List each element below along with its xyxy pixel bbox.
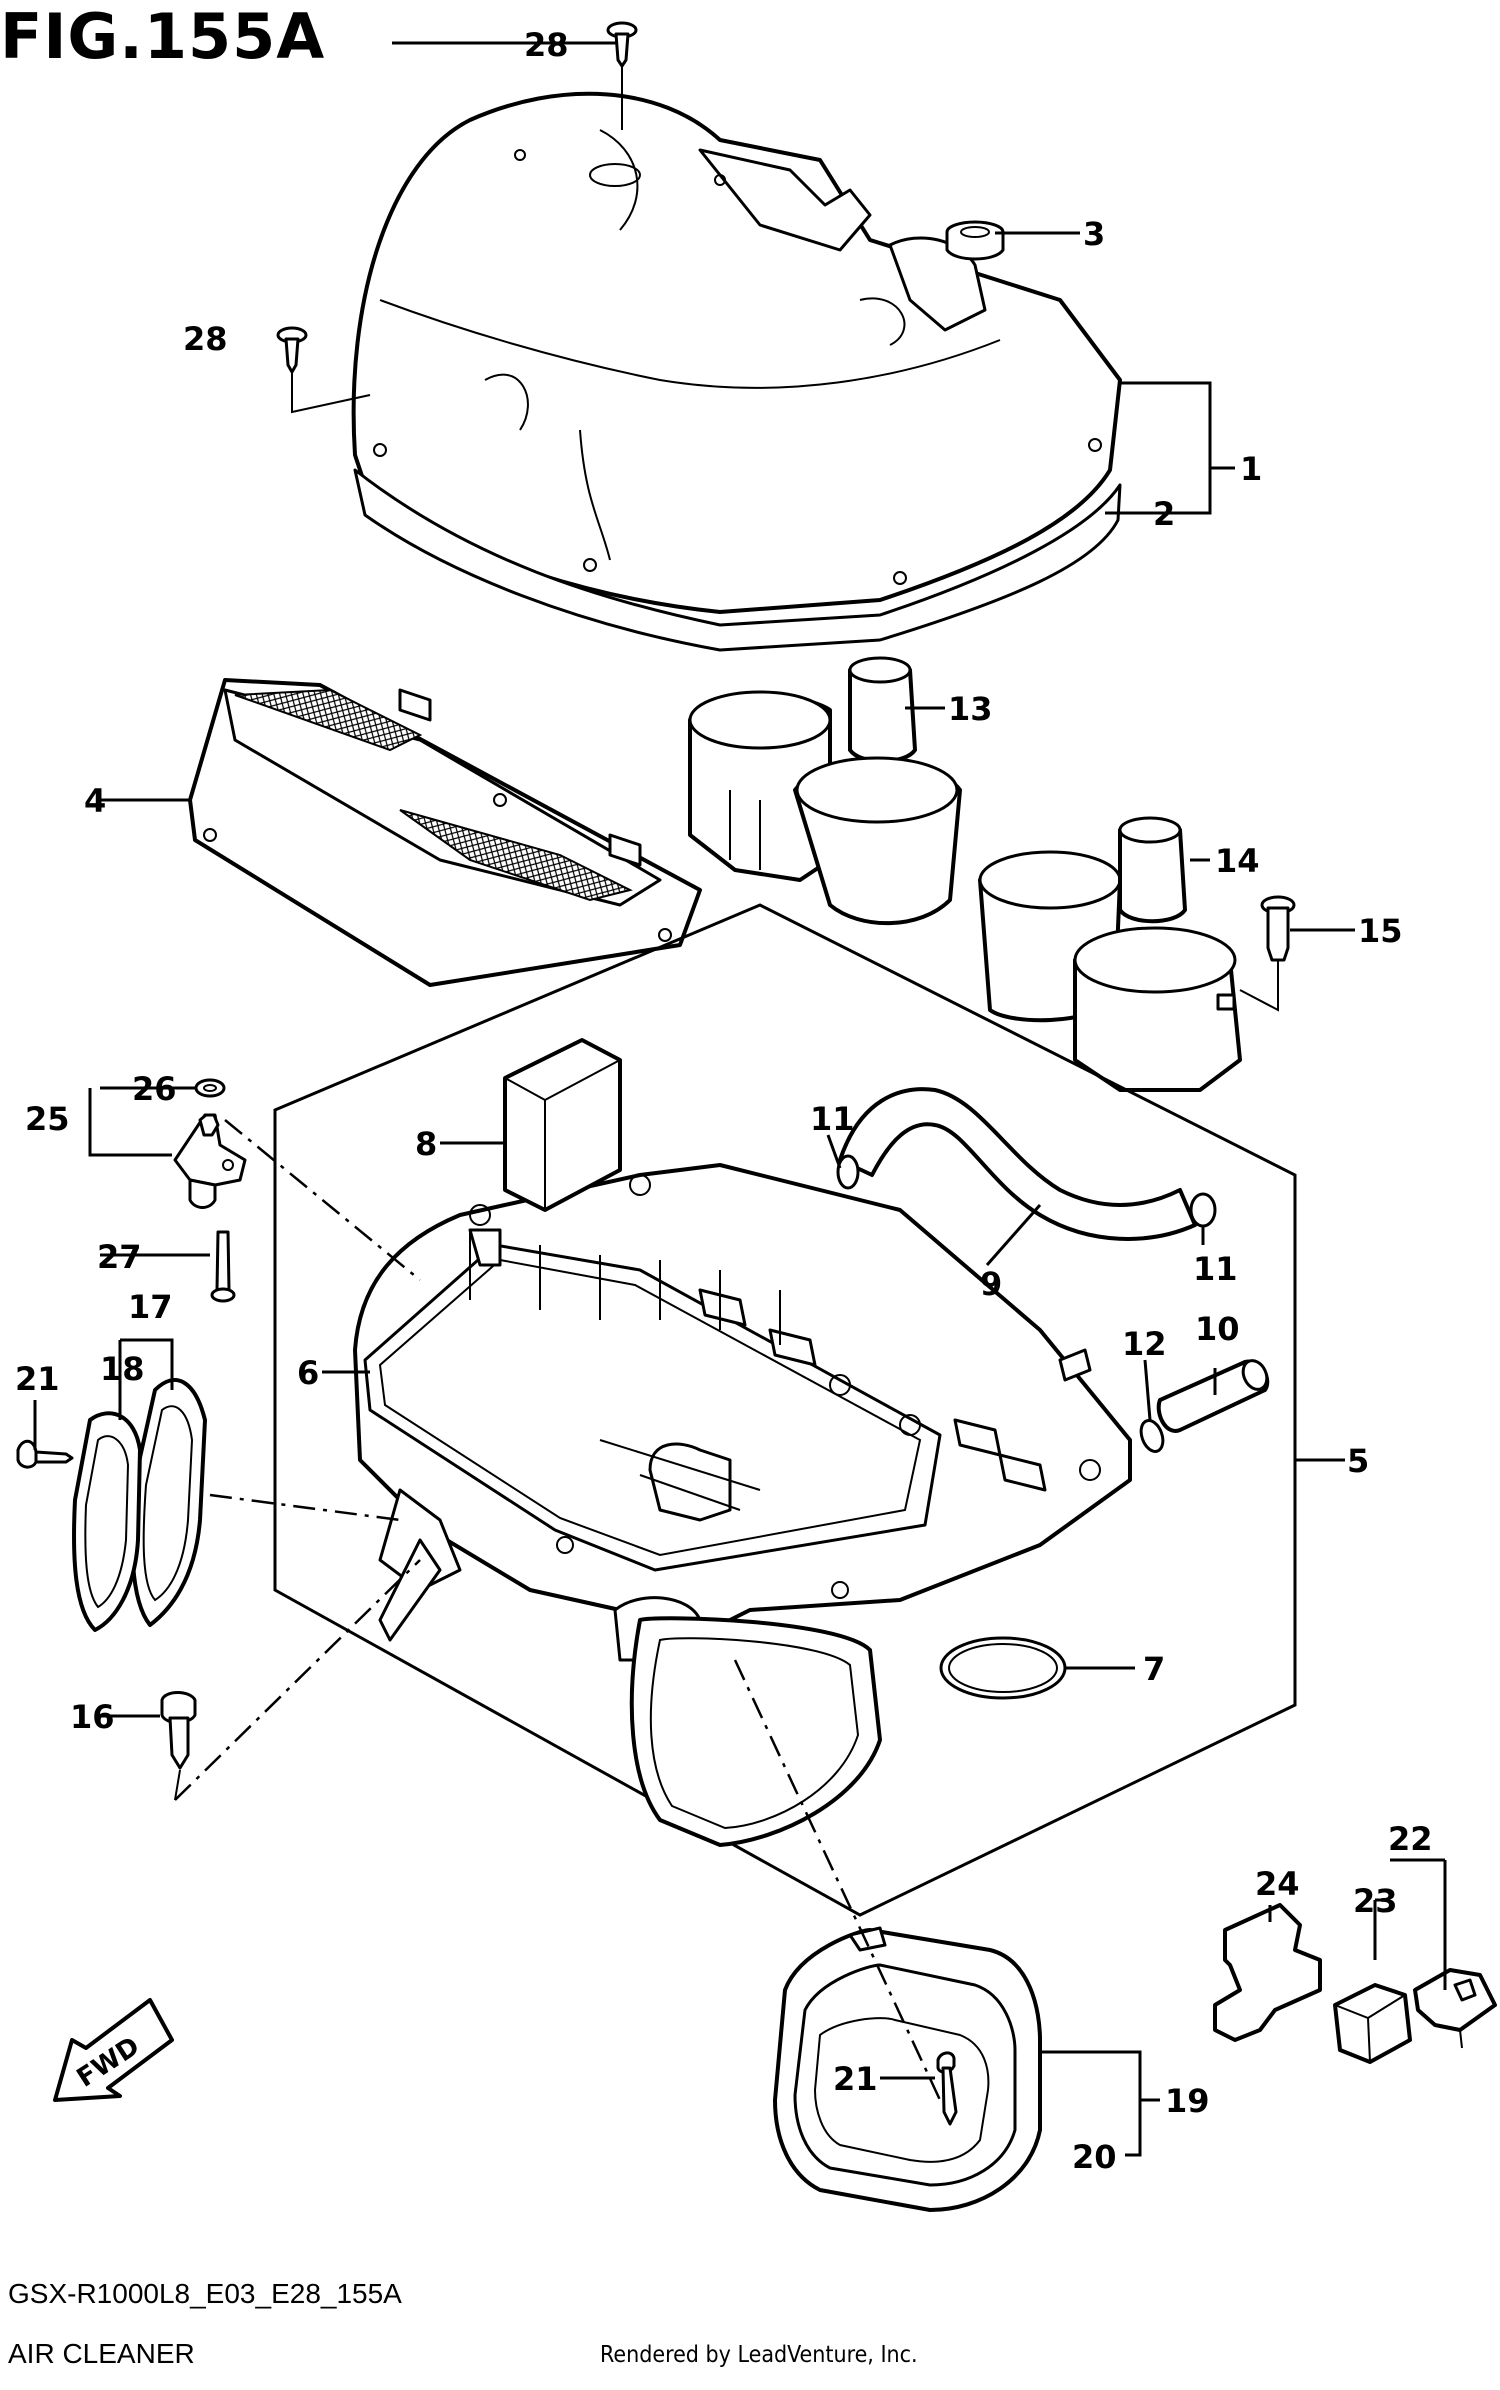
- clamp-12: [1139, 1419, 1165, 1453]
- connector-24: [1213, 1903, 1322, 2042]
- intake-funnel-upper: [688, 656, 962, 926]
- connector-23: [1333, 1983, 1412, 2064]
- callout-8: 8: [415, 1125, 437, 1163]
- callout-5: 5: [1347, 1442, 1369, 1480]
- grommet: [945, 220, 1005, 261]
- screw-21-right: [936, 2051, 958, 2126]
- clamp-11-right: [1189, 1192, 1217, 1228]
- callout-22: 22: [1388, 1820, 1433, 1858]
- screw-top: [606, 21, 638, 130]
- callout-16: 16: [70, 1698, 115, 1736]
- screw-27: [210, 1230, 236, 1303]
- callout-19: 19: [1165, 2082, 1210, 2120]
- callout-2: 2: [1153, 495, 1175, 533]
- intake-air-temp-sensor: [173, 1078, 247, 1209]
- callout-13: 13: [948, 690, 993, 728]
- air-cleaner-case: [353, 1163, 1132, 1847]
- callout-18: 18: [100, 1350, 145, 1388]
- connector-22: [1413, 1968, 1497, 2049]
- bolt-15: [1239, 895, 1296, 1012]
- fwd-arrow: FWD: [53, 1998, 174, 2102]
- callout-24: 24: [1255, 1865, 1300, 1903]
- screw-left: [276, 326, 371, 414]
- render-credit: Rendered by LeadVenture, Inc.: [600, 2342, 918, 2368]
- callout-27: 27: [97, 1238, 142, 1276]
- callout-26: 26: [132, 1070, 177, 1108]
- leader-lines: [33, 41, 1447, 2157]
- seal-17: [130, 1378, 207, 1627]
- callout-21-left: 21: [15, 1360, 60, 1398]
- callout-15: 15: [1358, 912, 1403, 950]
- callout-21-right: 21: [833, 2060, 878, 2098]
- intake-duct-19: [773, 1926, 1042, 2212]
- callout-3: 3: [1083, 215, 1105, 253]
- callout-7: 7: [1143, 1650, 1165, 1688]
- pad-8: [503, 1038, 622, 1212]
- intake-funnel-lower: [978, 816, 1242, 1092]
- figure-code: GSX-R1000L8_E03_E28_155A: [8, 2278, 402, 2309]
- callout-1: 1: [1240, 450, 1262, 488]
- callout-4: 4: [84, 782, 106, 820]
- callout-14: 14: [1215, 842, 1260, 880]
- o-ring-7: [939, 1636, 1067, 1700]
- callout-10: 10: [1195, 1310, 1240, 1348]
- callout-25: 25: [25, 1100, 70, 1138]
- figure-name: AIR CLEANER: [8, 2338, 195, 2369]
- callout-28-left: 28: [183, 320, 228, 358]
- callout-11-left: 11: [810, 1100, 855, 1138]
- callout-28-top: 28: [524, 26, 569, 64]
- filter-element: [188, 678, 702, 987]
- callout-9: 9: [980, 1265, 1002, 1303]
- callout-6: 6: [297, 1354, 319, 1392]
- air-cleaner-cap: [351, 91, 1122, 652]
- figure-title: FIG.155A: [0, 0, 326, 73]
- callout-labels: 28 3 28 1 2 13 4 14 15 26 25 8 11 9 11 2…: [15, 26, 1433, 2176]
- hose-10: [1156, 1359, 1270, 1433]
- seal-18: [72, 1411, 142, 1632]
- case-boundary: [273, 903, 1297, 1917]
- callout-23: 23: [1353, 1882, 1398, 1920]
- clamp-11-left: [836, 1154, 860, 1190]
- callout-12: 12: [1122, 1325, 1167, 1363]
- callout-20: 20: [1072, 2138, 1117, 2176]
- screw-21-left: [16, 1439, 74, 1469]
- callout-11-right: 11: [1193, 1250, 1238, 1288]
- callout-17: 17: [128, 1288, 173, 1326]
- bolt-16: [160, 1691, 197, 1770]
